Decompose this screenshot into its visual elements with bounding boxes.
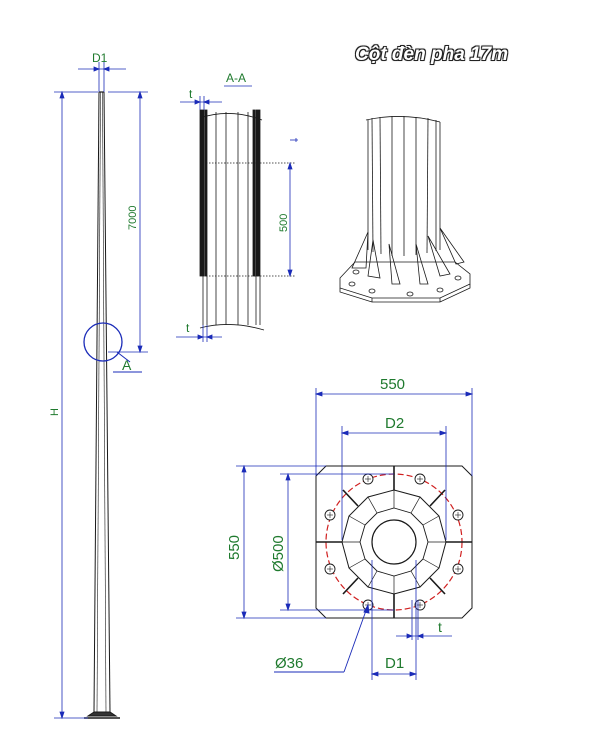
t-bottom-label: t: [186, 321, 190, 335]
width-550-dimension: [314, 388, 474, 476]
circle-500-dimension: [280, 472, 394, 612]
t-base-label: t: [438, 619, 442, 635]
d2-label: D2: [385, 415, 404, 432]
section-view: [199, 109, 296, 331]
detail-label: A: [122, 357, 132, 373]
t-base-dimension: [396, 600, 452, 640]
drawing-title: Cột đèn pha 17m: [355, 44, 509, 65]
t-bottom-dimension: [176, 325, 222, 342]
detail-circle: [83, 322, 123, 362]
hole-36-label: Ø36: [275, 655, 303, 672]
height-dimension: [54, 90, 98, 720]
t-top-label: t: [189, 87, 193, 101]
section-label: A-A: [226, 71, 246, 85]
d1-base-dimension: [370, 560, 418, 680]
t-top-dimension: [180, 96, 222, 110]
circle-500-label: Ø500: [270, 535, 287, 572]
len-500-dimension: [287, 138, 298, 278]
height-550-dimension: [236, 464, 326, 620]
d1-top-label: D1: [92, 51, 108, 65]
d2-dimension: [340, 426, 448, 540]
d1-top-dimension: [78, 62, 126, 92]
len-7000-dimension: [108, 90, 148, 354]
base-plate-plan: [315, 465, 473, 619]
len-7000-label: 7000: [127, 206, 139, 230]
width-550-label: 550: [380, 376, 405, 393]
height-550-label: 550: [226, 535, 243, 560]
pole-elevation: [84, 91, 120, 719]
height-label: H: [49, 408, 61, 416]
d1-base-label: D1: [385, 655, 404, 672]
hole-36-leader: [274, 603, 370, 673]
len-500-label: 500: [278, 214, 290, 232]
base-isometric-view: [339, 116, 471, 303]
detail-leader: [116, 351, 131, 363]
